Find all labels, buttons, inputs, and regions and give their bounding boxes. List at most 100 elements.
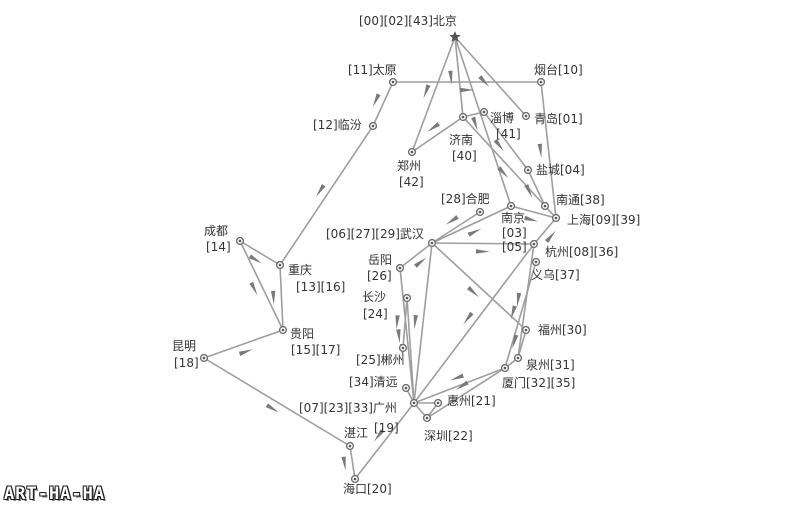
city-node-center-chenzhou — [401, 346, 405, 350]
city-label-yueyang: 岳阳 — [368, 253, 392, 267]
route-line-chongqing-guiyang — [279, 264, 284, 331]
direction-arrow-beijing-zhengzhou — [423, 84, 431, 99]
city-node-center-huizhou — [436, 401, 440, 405]
route-line-hangzhou-guangzhou — [413, 243, 535, 404]
city-node-center-shanghai — [554, 216, 558, 220]
city-label-kunming: 昆明 — [172, 339, 196, 353]
city-labels: [00][02][43]北京[11]太原烟台[10][12]临汾青岛[01]淄博… — [172, 14, 640, 496]
direction-arrow-yancheng-nantong — [524, 184, 533, 198]
city-node-center-yantai — [539, 80, 543, 84]
city-label-xiamen: 厦门[32][35] — [502, 375, 575, 390]
route-line-chengdu-guiyang — [239, 240, 284, 331]
route-line-wuhan-fuzhou — [431, 242, 527, 331]
direction-arrow-changsha-chenzhou — [395, 315, 400, 330]
direction-arrow-kunming-zhanjiang — [265, 403, 279, 413]
city-label-shenzhen: 深圳[22] — [424, 429, 473, 443]
route-line-beijing-qingdao — [454, 36, 527, 117]
city-node-center-zhengzhou — [410, 150, 414, 154]
direction-arrow-hangzhou-quanzhou — [516, 292, 522, 307]
route-line-nanjing-shanghai — [510, 205, 557, 219]
route-line-hangzhou-shanghai — [533, 217, 557, 245]
route-line-hangzhou-quanzhou — [517, 243, 535, 359]
direction-arrow-taiyuan-linfen — [372, 93, 381, 108]
city-node-center-qingdao — [524, 114, 528, 118]
city-label-zhengzhou: 郑州 — [397, 158, 421, 173]
city-label-guangzhou: [07][23][33]广州 — [299, 401, 397, 415]
route-line-guangzhou-haikou — [354, 402, 415, 480]
city-node-center-zhanjiang — [348, 444, 352, 448]
city-node-center-shenzhen — [425, 416, 429, 420]
direction-arrow-beijing-nanjing — [471, 116, 478, 131]
route-line-wuhan-hangzhou — [431, 242, 535, 245]
city-label-nanjing: 南京 — [501, 210, 525, 225]
route-line-wuhan-nanjing — [431, 205, 512, 244]
city-label-chengdu-code: [14] — [206, 240, 231, 254]
direction-arrow-wuhan-fuzhou — [466, 286, 479, 298]
route-line-yantai-shanghai — [540, 81, 557, 219]
route-line-yiwu-xiamen — [504, 261, 537, 369]
city-node-center-yueyang — [398, 266, 402, 270]
city-label-yiwu: 义乌[37] — [531, 267, 580, 282]
route-line-hefei-wuhan — [431, 211, 481, 244]
city-label-nanjing-code: [03] — [502, 226, 527, 240]
city-node-center-guiyang — [281, 328, 285, 332]
city-label-haikou: 海口[20] — [343, 481, 392, 496]
city-label-nantong: 南通[38] — [556, 192, 605, 207]
city-label-zhanjiang: 湛江 — [344, 426, 368, 440]
city-node-center-yancheng — [526, 168, 530, 172]
city-label-shanghai: 上海[09][39] — [567, 212, 640, 227]
direction-arrow-yueyang-wuhan — [414, 257, 427, 268]
direction-arrow-linfen-chongqing — [315, 184, 326, 197]
route-line-kunming-zhanjiang — [203, 357, 351, 447]
direction-arrow-chongqing-guiyang — [270, 290, 276, 305]
city-label-beijing: [00][02][43]北京 — [359, 14, 457, 28]
city-node-center-kunming — [202, 356, 206, 360]
city-node-center-changsha — [405, 296, 409, 300]
route-line-jinan-zhengzhou — [411, 116, 464, 153]
city-node-center-haikou — [353, 477, 357, 481]
star-icon — [449, 31, 461, 42]
city-node-center-nanjing — [509, 204, 513, 208]
direction-arrow-beijing-jinan — [448, 70, 453, 85]
city-node-center-chengdu — [238, 239, 242, 243]
direction-arrow-taiyuan-yantai — [460, 87, 474, 93]
city-node-center-xiamen — [503, 366, 507, 370]
route-line-xiamen-shenzhen — [426, 367, 506, 419]
direction-arrows — [238, 70, 556, 471]
route-line-wuhan-guangzhou — [413, 242, 433, 404]
route-lines — [203, 36, 557, 480]
direction-arrow-xiamen-shenzhen — [455, 380, 469, 391]
direction-arrow-kunming-guiyang — [238, 349, 253, 356]
city-label-yantai: 烟台[10] — [534, 62, 583, 77]
route-line-changsha-guangzhou — [406, 297, 415, 404]
city-node-center-hefei — [478, 210, 482, 214]
city-label-hangzhou: [05] — [502, 240, 527, 254]
city-label-zibo-code: [41] — [496, 127, 521, 141]
direction-arrow-wuhan-nanjing — [467, 228, 482, 237]
city-label-hangzhou-code: 杭州[08][36] — [545, 244, 618, 259]
route-line-yueyang-guangzhou — [399, 267, 415, 404]
direction-arrow-chengdu-chongqing — [248, 254, 262, 264]
route-line-changsha-chenzhou — [402, 297, 408, 349]
city-label-qingyuan: [34]清远 — [349, 375, 398, 389]
direction-arrow-fuzhou-quanzhou — [512, 334, 519, 349]
route-line-beijing-zhengzhou — [411, 36, 456, 153]
city-label-huizhou: 惠州[21] — [447, 394, 496, 408]
direction-arrow-nanjing-shanghai — [524, 215, 539, 222]
city-label-wuhan: [06][27][29]武汉 — [326, 227, 424, 241]
city-label-guiyang: 贵阳 — [290, 327, 314, 341]
city-node-center-zibo — [482, 110, 486, 114]
route-line-jinan-shanghai — [462, 116, 557, 219]
city-label-zibo: 淄博 — [490, 110, 514, 125]
city-label-hefei: [28]合肥 — [441, 191, 490, 206]
route-line-xiamen-guangzhou — [413, 367, 506, 404]
direction-arrow-jinan-zhengzhou — [427, 122, 440, 132]
city-node-center-hangzhou — [532, 242, 536, 246]
city-label-chongqing-code: [13][16] — [296, 280, 345, 294]
route-line-zibo-yancheng — [483, 111, 529, 171]
route-line-yancheng-nantong — [527, 169, 546, 207]
route-line-beijing-nanjing — [454, 36, 512, 207]
route-line-yueyang-wuhan — [399, 242, 433, 269]
direction-arrow-yiwu-xiamen — [510, 305, 517, 320]
city-label-linfen: [12]临汾 — [313, 118, 362, 132]
